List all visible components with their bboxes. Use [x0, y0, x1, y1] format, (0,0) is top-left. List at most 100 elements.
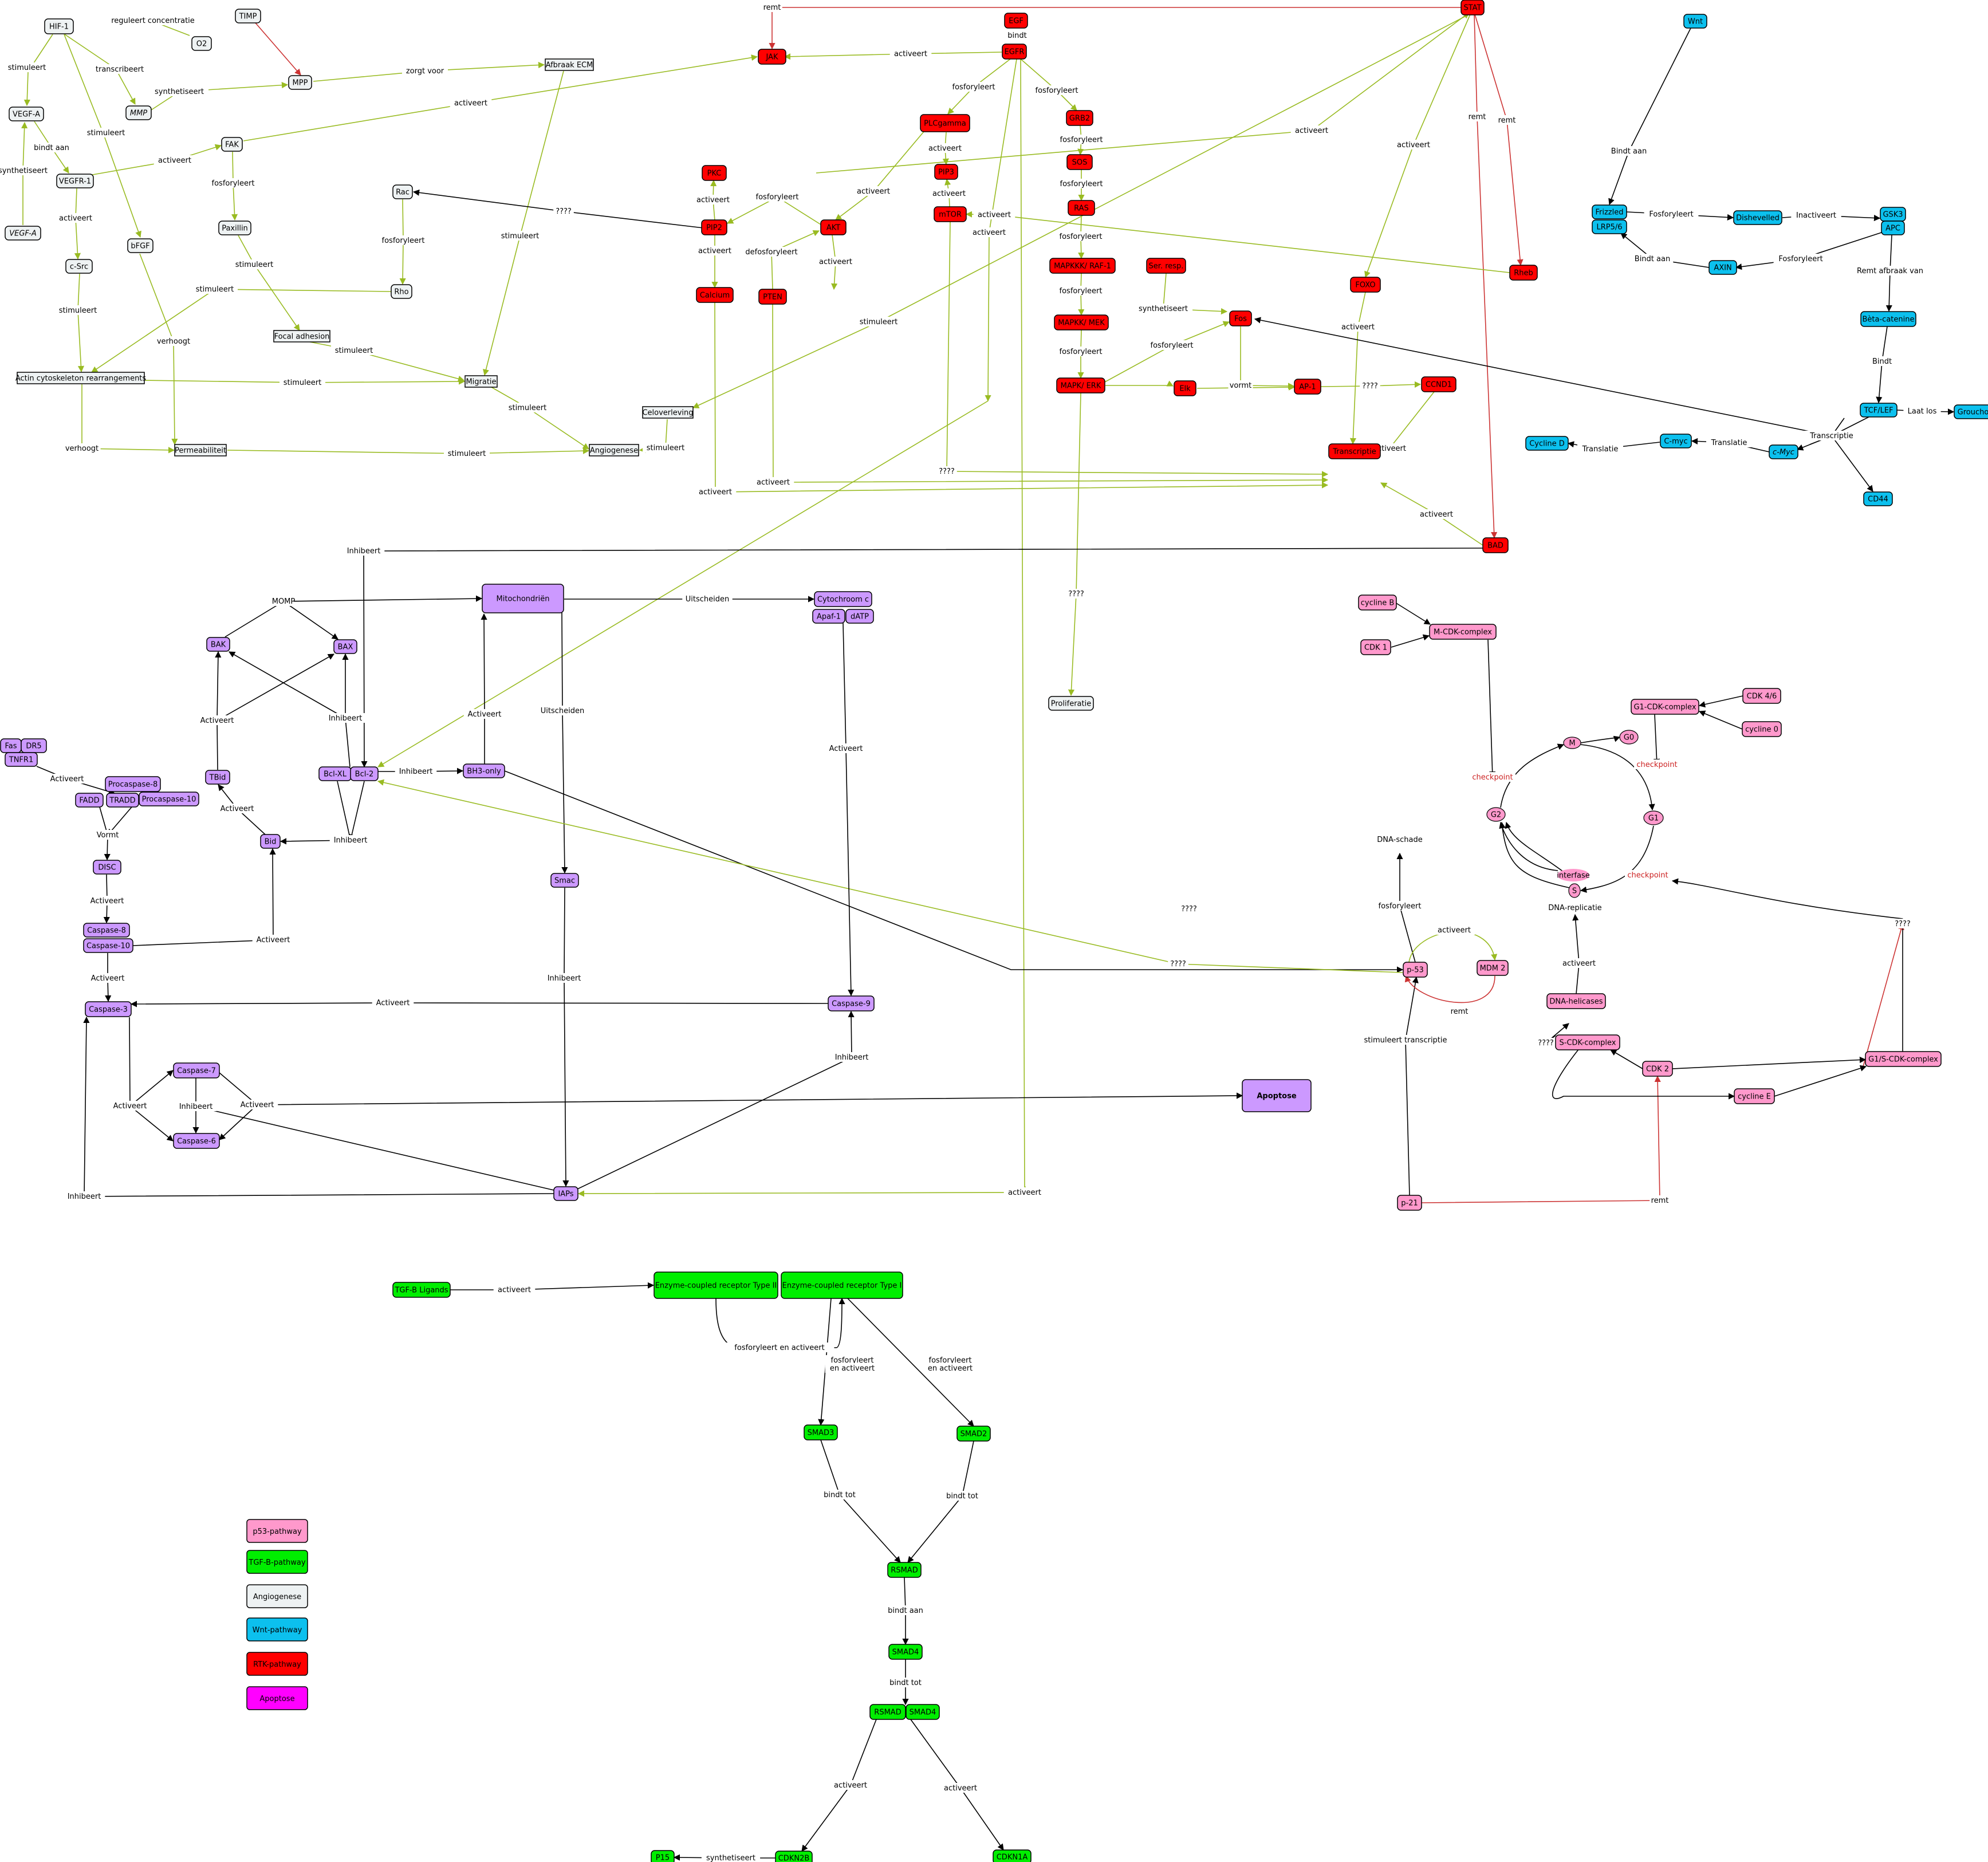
node-ccnd1[interactable]: CCND1	[1421, 376, 1456, 392]
node-rsmadc[interactable]: RSMAD	[869, 1704, 906, 1720]
node-afbraakecm[interactable]: Afbraak ECM	[545, 58, 594, 71]
node-g1cdk[interactable]: G1-CDK-complex	[1631, 699, 1699, 715]
node-hif1[interactable]: HIF-1	[44, 18, 74, 34]
node-dnahel[interactable]: DNA-helicases	[1546, 993, 1606, 1009]
node-bak[interactable]: BAK	[206, 637, 230, 652]
node-datp[interactable]: dATP	[845, 609, 874, 624]
node-cdk1[interactable]: CDK 1	[1360, 639, 1391, 655]
node-vegfr1[interactable]: VEGFR-1	[56, 174, 94, 188]
node-mapk[interactable]: MAPK/ ERK	[1056, 377, 1105, 393]
node-cdkn1a[interactable]: CDKN1A	[993, 1849, 1032, 1862]
cycle-m[interactable]: M	[1563, 737, 1581, 749]
node-apoptose[interactable]: Apoptose	[1242, 1079, 1312, 1112]
node-mdm2[interactable]: MDM 2	[1477, 960, 1509, 976]
node-rii[interactable]: Enzyme-coupled receptor Type II	[654, 1271, 778, 1299]
node-tgfl[interactable]: TGF-B Ligands	[392, 1282, 451, 1298]
node-casp6[interactable]: Caspase-6	[173, 1133, 220, 1149]
node-cyclineb[interactable]: cycline B	[1358, 595, 1397, 611]
node-pip2[interactable]: PIP2	[701, 219, 727, 235]
node-transcriptie[interactable]: Transcriptie	[1328, 443, 1381, 459]
node-fos[interactable]: Fos	[1229, 310, 1252, 326]
node-rac[interactable]: Rac	[392, 184, 413, 199]
node-cdk2[interactable]: CDK 2	[1642, 1061, 1673, 1077]
node-casp9[interactable]: Caspase-9	[828, 995, 875, 1011]
cycle-g0[interactable]: G0	[1619, 730, 1639, 745]
node-bh3only[interactable]: BH3-only	[463, 763, 505, 778]
node-bclxl[interactable]: Bcl-XL	[318, 766, 352, 781]
node-bfgf[interactable]: bFGF	[127, 238, 153, 253]
node-p21[interactable]: p-21	[1397, 1195, 1422, 1211]
node-apaf1[interactable]: Apaf-1	[812, 609, 845, 624]
node-cmyc[interactable]: C-myc	[1660, 434, 1692, 448]
cycle-s[interactable]: S	[1568, 883, 1581, 898]
node-iaps[interactable]: IAPs	[553, 1186, 578, 1201]
node-tcflef[interactable]: TCF/LEF	[1860, 403, 1898, 418]
node-akt[interactable]: AKT	[820, 219, 847, 235]
node-mtor[interactable]: mTOR	[934, 206, 967, 222]
node-sos[interactable]: SOS	[1066, 154, 1093, 170]
node-ri[interactable]: Enzyme-coupled receptor Type I	[781, 1271, 903, 1299]
node-p15[interactable]: P15	[651, 1850, 675, 1862]
node-permeabiliteit[interactable]: Permeabiliteit	[174, 444, 227, 456]
node-cyclined0[interactable]: cycline 0	[1742, 721, 1782, 737]
node-proliferatie[interactable]: Proliferatie	[1048, 696, 1094, 711]
node-rho[interactable]: Rho	[391, 284, 412, 299]
node-fadd[interactable]: FADD	[75, 793, 104, 808]
node-bax[interactable]: BAX	[333, 639, 357, 654]
node-casp7[interactable]: Caspase-7	[173, 1062, 220, 1078]
node-ap1[interactable]: AP-1	[1294, 379, 1321, 395]
node-p53[interactable]: p-53	[1403, 962, 1428, 978]
node-rheb[interactable]: Rheb	[1509, 265, 1538, 281]
node-vegfai[interactable]: VEGF-A	[5, 226, 41, 241]
node-groucho[interactable]: Groucho	[1954, 404, 1988, 419]
cycle-g2[interactable]: G2	[1486, 807, 1506, 822]
node-egf[interactable]: EGF	[1004, 13, 1028, 29]
node-paxillin[interactable]: Paxillin	[218, 221, 251, 235]
node-cyclined[interactable]: Cycline D	[1525, 436, 1569, 451]
node-disc[interactable]: DISC	[93, 860, 121, 875]
node-celoverleving[interactable]: Celoverleving	[642, 406, 694, 419]
node-calcium[interactable]: Calcium	[696, 287, 734, 303]
node-bad[interactable]: BAD	[1482, 537, 1509, 553]
node-tbid[interactable]: TBid	[205, 770, 230, 785]
node-egfr[interactable]: EGFR	[1002, 44, 1027, 60]
node-procasp8[interactable]: Procaspase-8	[105, 776, 161, 792]
node-pkc[interactable]: PKC	[702, 165, 727, 181]
node-casp3[interactable]: Caspase-3	[85, 1001, 132, 1017]
node-axin[interactable]: AXIN	[1709, 260, 1737, 275]
node-cdk46[interactable]: CDK 4/6	[1742, 688, 1781, 704]
node-cdkn2b[interactable]: CDKN2B	[775, 1851, 813, 1862]
node-csrc[interactable]: c-Src	[65, 259, 93, 274]
node-ras[interactable]: RAS	[1068, 200, 1095, 216]
node-jak[interactable]: JAK	[758, 49, 786, 65]
node-mapkk[interactable]: MAPKK/ MEK	[1054, 314, 1109, 330]
node-pten[interactable]: PTEN	[758, 289, 787, 305]
node-o2[interactable]: O2	[191, 36, 212, 51]
node-tnfr1[interactable]: TNFR1	[5, 752, 38, 767]
node-cmyci[interactable]: c-Myc	[1769, 444, 1798, 459]
node-bid[interactable]: Bid	[260, 834, 281, 849]
node-mmp[interactable]: MMP	[125, 105, 152, 120]
node-stat[interactable]: STAT	[1461, 0, 1485, 15]
cycle-interfase[interactable]: interfase	[1557, 869, 1590, 881]
node-casp8[interactable]: Caspase-8	[83, 923, 130, 938]
node-betacat[interactable]: Bèta-catenine	[1860, 311, 1916, 327]
node-actincyto[interactable]: Actin cytoskeleton rearrangements	[15, 372, 147, 384]
node-angiogenese[interactable]: Angiogenese	[589, 444, 639, 456]
node-vegfa[interactable]: VEGF-A	[9, 107, 44, 121]
node-smac[interactable]: Smac	[550, 873, 579, 888]
node-serumrf[interactable]: Ser. resp.	[1146, 258, 1186, 274]
node-grb2[interactable]: GRB2	[1066, 110, 1093, 126]
node-mpp[interactable]: MPP	[288, 75, 312, 90]
node-gsk3[interactable]: GSK3	[1880, 207, 1906, 222]
node-frizzled[interactable]: Frizzled	[1592, 204, 1627, 219]
node-wnt[interactable]: Wnt	[1683, 14, 1707, 29]
node-casp10[interactable]: Caspase-10	[83, 938, 133, 953]
node-bcl2[interactable]: Bcl-2	[350, 766, 379, 781]
node-dr5[interactable]: DR5	[21, 738, 47, 753]
node-pip3[interactable]: PIP3	[934, 164, 958, 180]
node-tradd[interactable]: TRADD	[106, 793, 139, 808]
node-dishevelled[interactable]: Dishevelled	[1733, 210, 1782, 225]
node-smad2[interactable]: SMAD2	[956, 1426, 991, 1442]
node-procasp10[interactable]: Procaspase-10	[139, 792, 199, 806]
